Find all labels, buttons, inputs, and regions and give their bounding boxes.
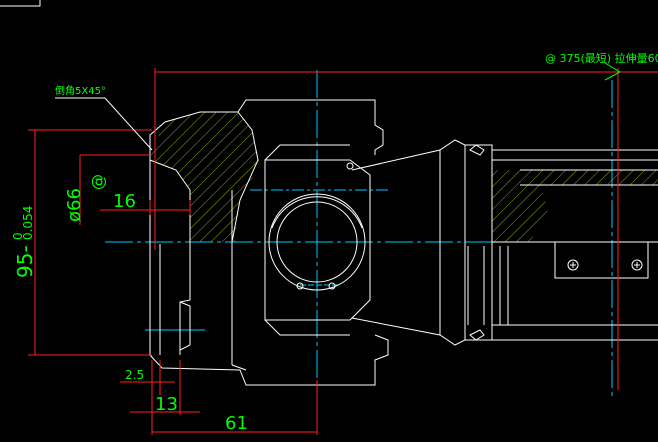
- part-outline: [149, 99, 658, 386]
- dim-16-label: 16: [113, 191, 136, 212]
- length-note: @ 375(最短) 拉伸量60: [545, 51, 658, 65]
- hatched-sections: [150, 112, 658, 242]
- dim-13-label: 13: [155, 394, 178, 415]
- diameter-label: ø66: [64, 188, 85, 222]
- chamfer-leader: [55, 97, 153, 151]
- dim-61-label: 61: [225, 413, 248, 434]
- dimension-lines: [28, 68, 658, 435]
- symbol-label: @: [88, 174, 107, 190]
- dim-2-5-label: 2.5: [125, 368, 144, 382]
- top-arrow: [604, 62, 622, 81]
- dim-95-label: 95-: [13, 245, 37, 278]
- chamfer-note: 倒角5X45°: [55, 85, 106, 97]
- frame-corner: [0, 0, 41, 7]
- tolerance-bottom-label: 0.054: [21, 206, 35, 240]
- tolerance-top-label: 0: [11, 232, 25, 240]
